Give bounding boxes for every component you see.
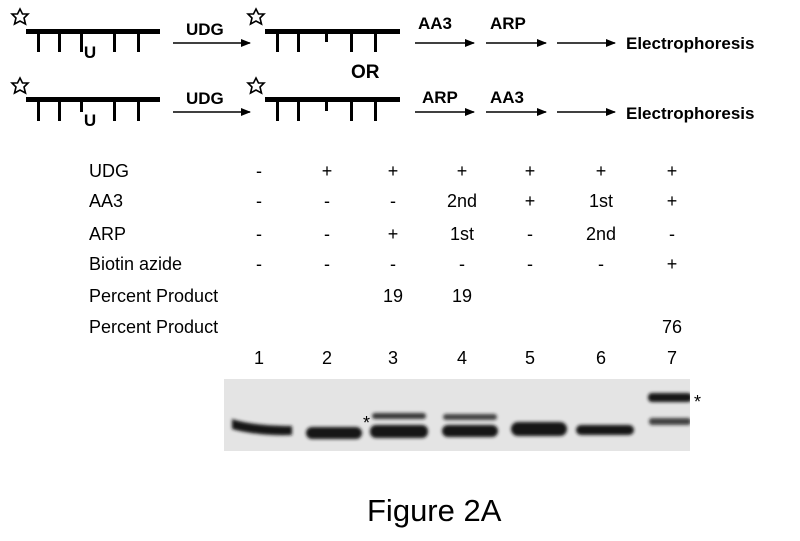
step-label-arp: ARP [490, 14, 526, 33]
gel-band [372, 413, 426, 419]
gel-band [442, 425, 498, 437]
row-label: Percent Product [89, 286, 219, 306]
step-label-arp: ARP [422, 88, 458, 107]
lane-number: 3 [387, 348, 398, 368]
table-cell: 19 [382, 286, 404, 306]
dna-strand-icon [26, 29, 160, 52]
gel-band [649, 418, 690, 425]
table-cell: - [527, 254, 533, 274]
row-label: ARP [89, 224, 127, 244]
step-label-aa3: AA3 [490, 88, 525, 107]
row-label: Biotin azide [89, 254, 183, 274]
table-cell: - [390, 191, 396, 211]
table-cell: - [324, 254, 330, 274]
star-label-icon [10, 7, 30, 26]
table-cell: 1st [588, 191, 613, 211]
table-cell: + [666, 254, 678, 274]
gel-band [232, 419, 292, 436]
row-label: Percent Product [89, 317, 219, 337]
gel-image [224, 379, 690, 451]
lane-number: 7 [666, 348, 677, 368]
uracil-letter: U [84, 111, 96, 130]
star-label-icon [246, 76, 266, 95]
gel-band [443, 414, 497, 420]
dna-strand-icon [265, 29, 400, 52]
reaction-scheme: U U [10, 7, 616, 130]
table-cell: 2nd [446, 191, 478, 211]
step-label-aa3: AA3 [418, 14, 453, 33]
table-cell: - [256, 254, 262, 274]
table-cell: + [387, 224, 399, 244]
table-cell: 19 [451, 286, 473, 306]
uracil-letter: U [84, 43, 96, 62]
star-label-icon [246, 7, 266, 26]
table-cell: - [390, 254, 396, 274]
table-cell: - [256, 161, 262, 181]
table-cell: + [524, 161, 536, 181]
lane-number: 1 [253, 348, 264, 368]
result-label: Electrophoresis [626, 104, 755, 123]
gel-band [511, 422, 567, 436]
result-label: Electrophoresis [626, 34, 755, 53]
gel-band [576, 425, 634, 435]
lane-number: 4 [456, 348, 467, 368]
table-cell: 2nd [585, 224, 617, 244]
dna-strand-icon [265, 97, 400, 121]
table-cell: - [256, 191, 262, 211]
or-label: OR [351, 62, 380, 83]
table-cell: - [598, 254, 604, 274]
lane-number: 6 [595, 348, 606, 368]
table-cell: + [387, 161, 399, 181]
row-label: UDG [89, 161, 129, 181]
figure-caption: Figure 2A [367, 493, 502, 528]
table-cell: + [321, 161, 333, 181]
lane-number: 2 [321, 348, 332, 368]
table-cell: 76 [661, 317, 683, 337]
table-cell: - [669, 224, 675, 244]
table-cell: - [256, 224, 262, 244]
lane-number: 5 [524, 348, 535, 368]
gel-band [306, 427, 362, 439]
dna-strand-icon [26, 97, 160, 121]
step-label-udg: UDG [186, 20, 224, 39]
table-cell: - [324, 224, 330, 244]
table-cell: - [527, 224, 533, 244]
gel-band [370, 425, 428, 438]
table-cell: + [595, 161, 607, 181]
table-cell: + [666, 191, 678, 211]
table-cell: - [324, 191, 330, 211]
band-marker: * [363, 413, 371, 433]
row-label: AA3 [89, 191, 124, 211]
table-cell: - [459, 254, 465, 274]
table-cell: + [666, 161, 678, 181]
step-label-udg: UDG [186, 89, 224, 108]
band-marker: * [694, 392, 702, 412]
table-cell: + [456, 161, 468, 181]
gel-band [648, 393, 690, 402]
table-cell: + [524, 191, 536, 211]
table-cell: 1st [449, 224, 474, 244]
star-label-icon [10, 76, 30, 95]
